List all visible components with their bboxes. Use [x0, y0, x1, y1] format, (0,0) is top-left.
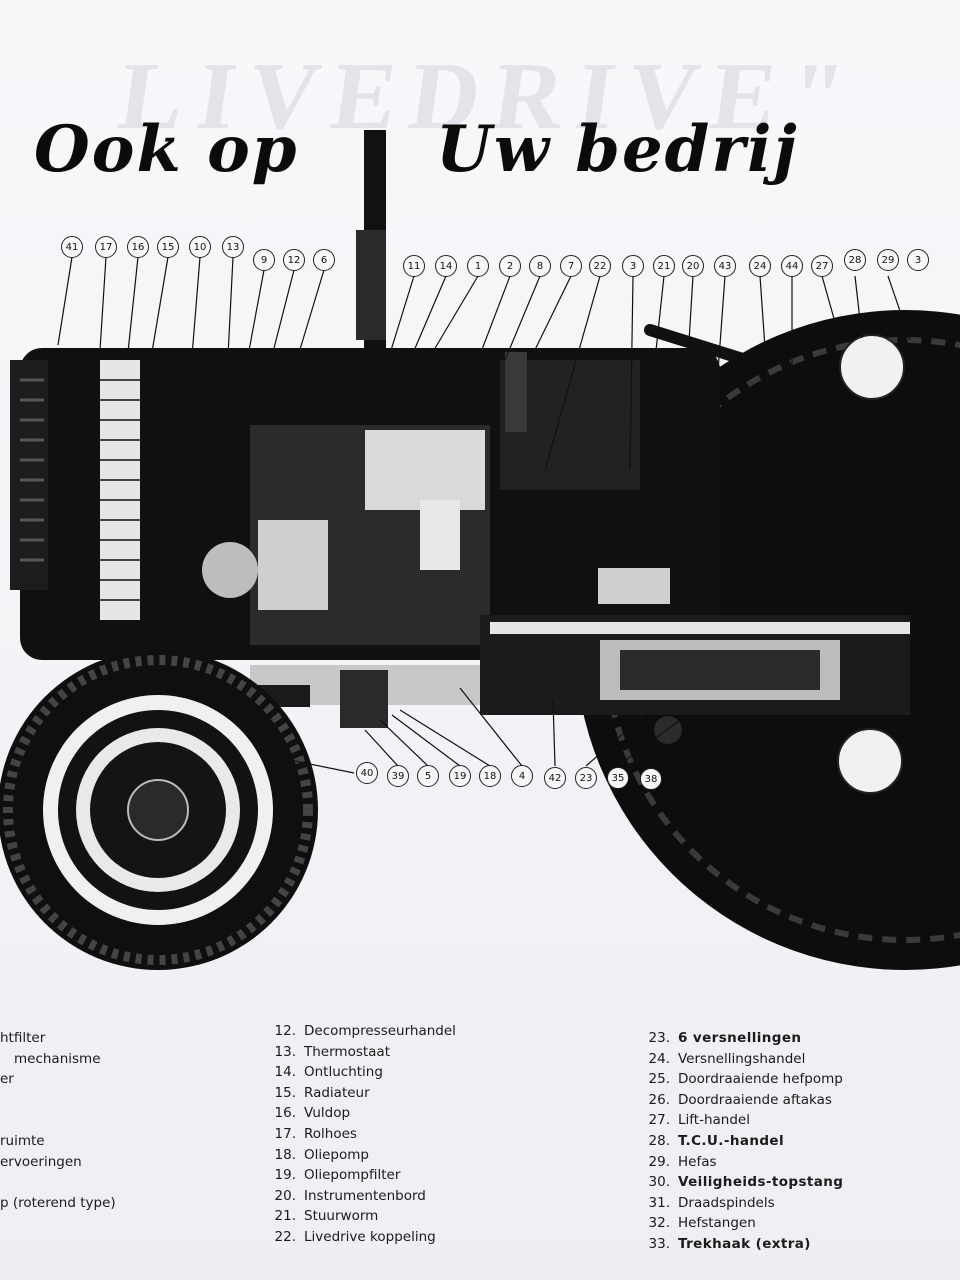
top-callout-8: 8: [529, 255, 551, 277]
top-callout-43: 43: [714, 255, 736, 277]
top-callout-12: 12: [283, 249, 305, 271]
top-callout-6: 6: [313, 249, 335, 271]
legend-item-14: 14.Ontluchting: [274, 1064, 383, 1081]
top-callout-11: 11: [403, 255, 425, 277]
top-callout-41: 41: [61, 236, 83, 258]
legend-item-15: 15.Radiateur: [274, 1084, 370, 1101]
bottom-callout-19: 19: [449, 765, 471, 787]
legend-item-22: 22.Livedrive koppeling: [274, 1228, 436, 1245]
tractor-cutaway-diagram: [0, 130, 960, 970]
legend-item: p (roterend type): [0, 1194, 116, 1211]
bottom-callout-40: 40: [356, 762, 378, 784]
legend-item: [0, 1090, 116, 1111]
legend-item: er: [0, 1071, 14, 1088]
bottom-callout-39: 39: [387, 765, 409, 787]
bottom-callout-5: 5: [417, 765, 439, 787]
legend-item-31: 31.Draadspindels: [648, 1194, 775, 1211]
top-callout-20: 20: [682, 255, 704, 277]
legend-column-1: htfilter mechanisme er ruimte ervoeringe…: [0, 1028, 116, 1213]
legend-item-26: 26.Doordraaiende aftakas: [648, 1091, 832, 1108]
top-callout-15: 15: [157, 236, 179, 258]
top-callout-3: 3: [622, 255, 644, 277]
top-callout-27: 27: [811, 255, 833, 277]
top-callout-7: 7: [560, 255, 582, 277]
legend-item-27: 27.Lift-handel: [648, 1112, 750, 1129]
top-callout-22: 22: [589, 255, 611, 277]
legend-item-33: 33.Trekhaak (extra): [648, 1235, 811, 1252]
legend-item-29: 29.Hefas: [648, 1153, 717, 1170]
legend-item-19: 19.Oliepompfilter: [274, 1167, 401, 1184]
headline-part-1: Ook op: [34, 112, 299, 187]
top-callout-10: 10: [189, 236, 211, 258]
legend-item-32: 32.Hefstangen: [648, 1215, 756, 1232]
legend-item: [0, 1110, 116, 1131]
top-callout-44: 44: [781, 255, 803, 277]
top-callout-16: 16: [127, 236, 149, 258]
bottom-callout-35: 35: [607, 767, 629, 789]
top-callout-29: 29: [877, 249, 899, 271]
top-callout-2: 2: [499, 255, 521, 277]
legend-item: mechanisme: [14, 1050, 101, 1067]
top-callout-28: 28: [844, 249, 866, 271]
headline-part-2: Uw bedrij: [436, 112, 799, 187]
legend-item-24: 24.Versnellingshandel: [648, 1050, 806, 1067]
top-callout-21: 21: [653, 255, 675, 277]
legend-item-25: 25.Doordraaiende hefpomp: [648, 1071, 843, 1088]
legend-column-2: 12.Decompresseurhandel 13.Thermostaat 14…: [266, 1021, 456, 1248]
legend-item-17: 17.Rolhoes: [274, 1125, 357, 1142]
legend-item-18: 18.Oliepomp: [274, 1146, 369, 1163]
top-callout-3: 3: [907, 249, 929, 271]
bottom-callout-38: 38: [640, 768, 662, 790]
top-callout-17: 17: [95, 236, 117, 258]
legend-item-28: 28.T.C.U.-handel: [648, 1132, 784, 1149]
bottom-callout-4: 4: [511, 765, 533, 787]
top-callout-1: 1: [467, 255, 489, 277]
legend-column-3: 23.6 versnellingen 24.Versnellingshandel…: [640, 1028, 843, 1255]
bottom-callout-23: 23: [575, 767, 597, 789]
legend-item-13: 13.Thermostaat: [274, 1043, 390, 1060]
legend-item-20: 20.Instrumentenbord: [274, 1187, 426, 1204]
top-callout-13: 13: [222, 236, 244, 258]
bottom-callout-18: 18: [479, 765, 501, 787]
legend-item-21: 21.Stuurworm: [274, 1208, 379, 1225]
top-callout-14: 14: [435, 255, 457, 277]
top-callout-24: 24: [749, 255, 771, 277]
legend-item: [0, 1172, 116, 1193]
legend-item-30: 30.Veiligheids-topstang: [648, 1174, 844, 1191]
legend-item: htfilter: [0, 1030, 46, 1046]
legend-item-12: 12.Decompresseurhandel: [274, 1023, 456, 1039]
top-callout-9: 9: [253, 249, 275, 271]
legend-item: ruimte: [0, 1132, 45, 1149]
legend-item-23: 23.6 versnellingen: [648, 1030, 802, 1046]
bottom-callout-42: 42: [544, 767, 566, 789]
legend-item-16: 16.Vuldop: [274, 1105, 351, 1122]
legend-item: ervoeringen: [0, 1153, 82, 1170]
